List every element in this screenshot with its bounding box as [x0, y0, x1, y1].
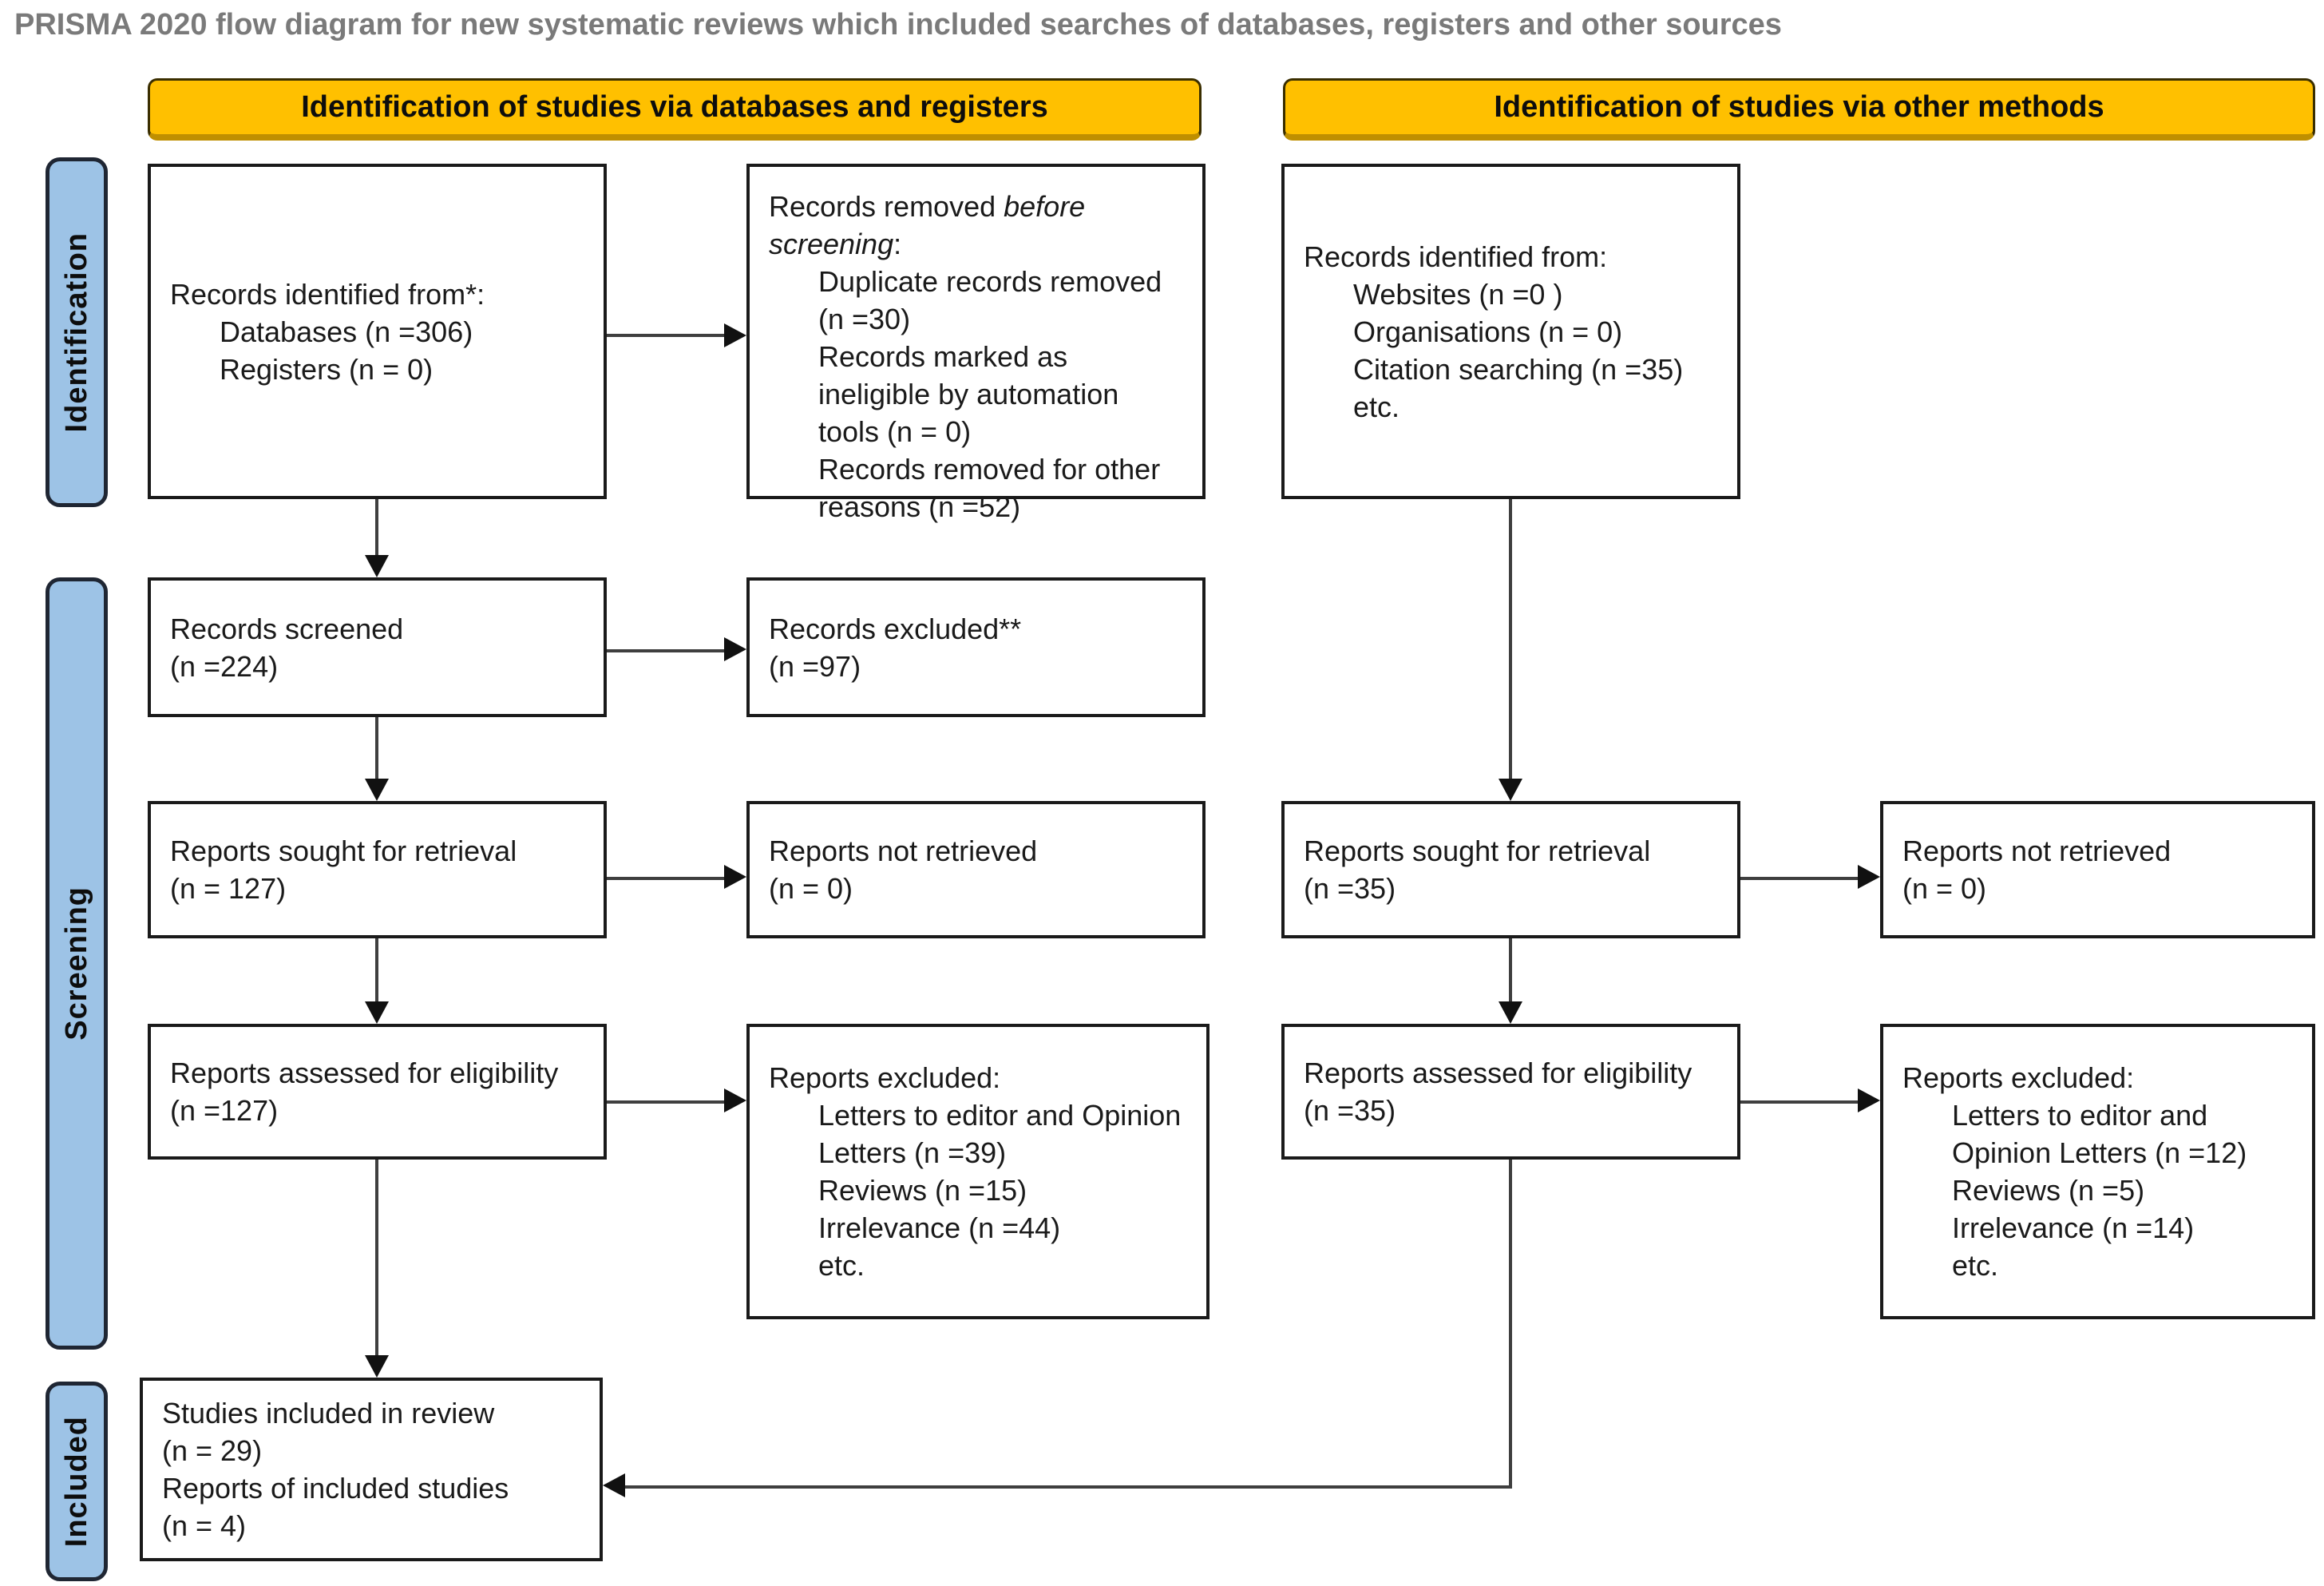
banner-other-methods-label: Identification of studies via other meth…: [1494, 90, 2104, 124]
text-line: Letters to editor and Opinion Letters (n…: [818, 1099, 1182, 1169]
box-reports-excluded-other: Reports excluded: Letters to editor and …: [1880, 1024, 2315, 1319]
text-line: Databases (n =306): [220, 315, 473, 348]
text-line: (n =35): [1304, 1094, 1396, 1127]
arrow-other-sought-to-assessed-head: [1499, 1001, 1522, 1024]
stage-screening: Screening: [46, 577, 108, 1350]
text-line: Organisations (n = 0): [1353, 315, 1623, 348]
banner-databases-registers-label: Identification of studies via databases …: [301, 90, 1048, 124]
arrow-other-assessed-to-included-head: [603, 1473, 625, 1497]
text-line: Records identified from:: [1304, 240, 1608, 273]
arrow-identified-to-screened-line: [375, 499, 378, 557]
text-line: (n =97): [769, 649, 861, 683]
box-records-screened: Records screened (n =224): [148, 577, 607, 717]
page-title: PRISMA 2020 flow diagram for new systema…: [14, 8, 1782, 42]
text-fragment: Records removed: [769, 190, 1004, 223]
stage-included-label: Included: [59, 1415, 93, 1548]
arrow-other-identified-to-sought-line: [1509, 499, 1512, 779]
text-line: etc.: [818, 1249, 865, 1282]
text-line: Reports sought for retrieval: [1304, 835, 1651, 867]
text-line: (n = 0): [769, 872, 853, 905]
arrow-other-sought-to-assessed-line: [1509, 938, 1512, 1001]
text-line: Records identified from*:: [170, 277, 485, 311]
box-reports-not-retrieved-other: Reports not retrieved (n = 0): [1880, 801, 2315, 938]
text-line: Studies included in review: [162, 1397, 495, 1429]
text-fragment: :: [893, 228, 902, 260]
text-line: Reports not retrieved: [1902, 835, 2172, 867]
box-records-identified-other: Records identified from: Websites (n =0 …: [1281, 164, 1740, 499]
stage-included: Included: [46, 1382, 108, 1581]
box-records-excluded: Records excluded** (n =97): [746, 577, 1206, 717]
text-line: Duplicate records removed (n =30): [818, 265, 1162, 335]
text-line: (n =35): [1304, 872, 1396, 905]
banner-databases-registers: Identification of studies via databases …: [148, 78, 1202, 141]
banner-other-methods: Identification of studies via other meth…: [1283, 78, 2315, 141]
box-reports-not-retrieved-databases: Reports not retrieved (n = 0): [746, 801, 1206, 938]
stage-screening-label: Screening: [59, 886, 93, 1041]
box-reports-assessed-databases: Reports assessed for eligibility (n =127…: [148, 1024, 607, 1160]
text-fragment-italic: before screening: [769, 190, 1086, 260]
text-line: Irrelevance (n =44): [818, 1211, 1061, 1244]
box-reports-sought-databases: Reports sought for retrieval (n = 127): [148, 801, 607, 938]
arrow-sought-to-assessed-line: [375, 938, 378, 1001]
arrow-sought-to-not-retrieved-line: [607, 877, 724, 880]
arrow-screened-to-sought-line: [375, 717, 378, 779]
arrow-identified-to-screened-head: [365, 555, 389, 577]
text-line: Irrelevance (n =14): [1952, 1211, 2195, 1244]
arrow-assessed-to-excluded-head: [724, 1088, 746, 1112]
text-line: Citation searching (n =35): [1353, 352, 1684, 386]
text-line: (n =127): [170, 1094, 279, 1127]
text-line: Reports sought for retrieval: [170, 835, 517, 867]
text-line: (n = 29): [162, 1434, 263, 1467]
text-line: Reports excluded:: [1902, 1061, 2135, 1094]
arrow-assessed-to-included-line: [375, 1160, 378, 1355]
text-line: (n = 4): [162, 1509, 247, 1542]
text-line: Reports not retrieved: [769, 835, 1038, 867]
arrow-other-sought-to-not-retrieved-line: [1740, 877, 1858, 880]
text-line: Records marked as ineligible by automati…: [818, 340, 1119, 448]
text-line: etc.: [1952, 1249, 1999, 1282]
text-line: (n = 127): [170, 872, 287, 905]
arrow-sought-to-assessed-head: [365, 1001, 389, 1024]
box-studies-included: Studies included in review (n = 29) Repo…: [140, 1378, 603, 1561]
text-line: Reports assessed for eligibility: [1304, 1057, 1693, 1089]
text-line: Reports assessed for eligibility: [170, 1057, 559, 1089]
arrow-screened-to-excluded-line: [607, 649, 724, 652]
arrow-other-assessed-to-included-hline: [625, 1485, 1512, 1489]
arrow-other-sought-to-not-retrieved-head: [1858, 865, 1880, 889]
box-records-removed-before-screening: Records removed before screening: Duplic…: [746, 164, 1206, 523]
text-line: Reviews (n =5): [1952, 1174, 2145, 1207]
box-reports-sought-other: Reports sought for retrieval (n =35): [1281, 801, 1740, 938]
text-line: Records excluded**: [769, 612, 1022, 645]
text-line: (n =224): [170, 649, 279, 683]
arrow-assessed-to-excluded-line: [607, 1100, 724, 1104]
box-reports-excluded-databases: Reports excluded: Letters to editor and …: [746, 1024, 1210, 1319]
text-line: Reports of included studies: [162, 1472, 509, 1505]
text-line: Registers (n = 0): [220, 352, 434, 386]
text-line: Records removed for other reasons (n =52…: [818, 453, 1161, 523]
arrow-screened-to-sought-head: [365, 779, 389, 801]
arrow-other-identified-to-sought-head: [1499, 779, 1522, 801]
arrow-sought-to-not-retrieved-head: [724, 865, 746, 889]
box-records-identified-databases: Records identified from*: Databases (n =…: [148, 164, 607, 499]
text-line: etc.: [1353, 390, 1400, 423]
arrow-other-assessed-to-excluded-line: [1740, 1100, 1858, 1104]
text-line: Records screened: [170, 612, 404, 645]
arrow-assessed-to-included-head: [365, 1355, 389, 1378]
arrow-screened-to-excluded-head: [724, 637, 746, 661]
arrow-identified-to-removed-line: [607, 334, 724, 337]
text-line: (n = 0): [1902, 872, 1987, 905]
box-reports-assessed-other: Reports assessed for eligibility (n =35): [1281, 1024, 1740, 1160]
text-line: Letters to editor and Opinion Letters (n…: [1952, 1099, 2247, 1169]
arrow-other-assessed-to-excluded-head: [1858, 1088, 1880, 1112]
text-line: Reviews (n =15): [818, 1174, 1027, 1207]
text-line: Websites (n =0 ): [1353, 277, 1563, 311]
stage-identification-label: Identification: [59, 232, 93, 433]
text-line: Records removed before screening:: [769, 188, 1183, 263]
arrow-identified-to-removed-head: [724, 323, 746, 347]
text-line: Reports excluded:: [769, 1061, 1001, 1094]
arrow-other-assessed-to-included-vline: [1509, 1160, 1512, 1489]
stage-identification: Identification: [46, 157, 108, 507]
